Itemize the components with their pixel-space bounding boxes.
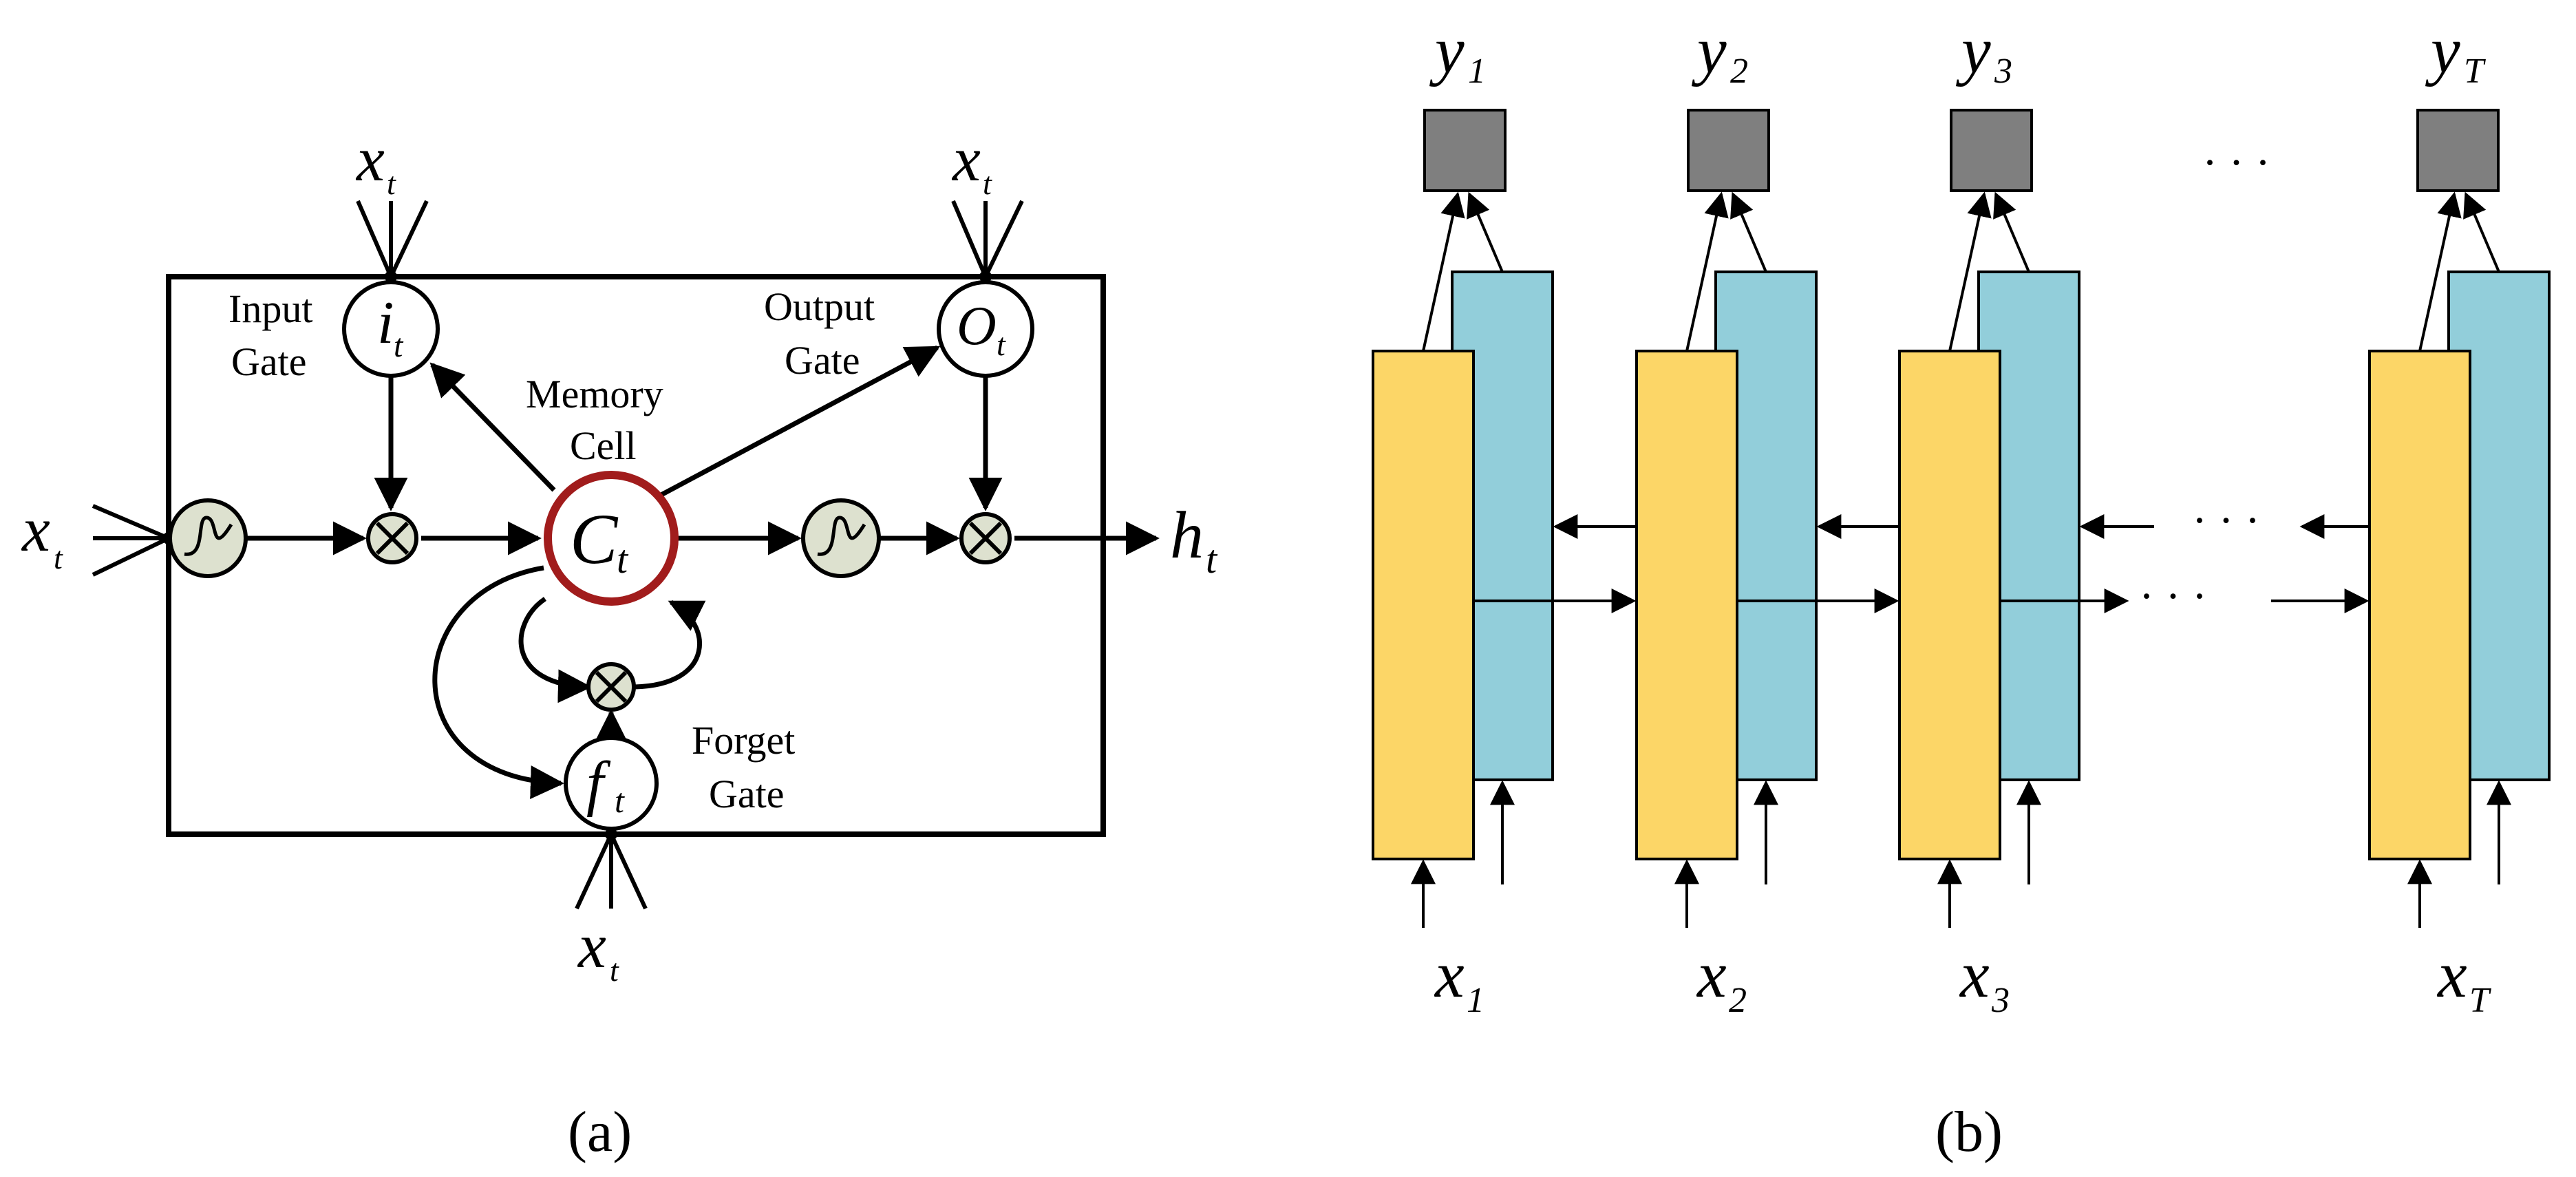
forget-gate-node: f t <box>564 736 659 831</box>
svg-text:1: 1 <box>1468 52 1486 91</box>
input-gate-symbol: i <box>377 290 394 357</box>
x-top-right-label: x t <box>951 124 992 201</box>
lstm-cell-panel: i t O t f t C t Input Gate Output Gate M… <box>21 124 1218 1164</box>
memory-cell-subscript: t <box>617 537 629 582</box>
cell-boundary <box>166 274 1106 837</box>
svg-text:3: 3 <box>1991 981 2010 1020</box>
forward-cell <box>2368 350 2471 860</box>
ellipsis-backward: · · · <box>2192 496 2260 546</box>
memory-cell-label-line1: Memory <box>526 372 663 416</box>
forward-cell <box>1898 350 2001 860</box>
x-top-left-label: x t <box>355 124 396 201</box>
output-gate-node: O t <box>937 280 1034 378</box>
svg-text:y: y <box>1429 13 1465 87</box>
output-gate-subscript: t <box>997 327 1006 362</box>
bidirectional-rnn-panel: · · · · · · · · · y 1 y 2 y 3 y T x 1 x … <box>1372 13 2551 1164</box>
output-label-2: y 2 <box>1691 13 1748 91</box>
output-gate-symbol: O <box>957 296 997 357</box>
forget-gate-label-line1: Forget <box>692 718 795 763</box>
svg-text:T: T <box>2469 981 2491 1020</box>
input-label-3: x 3 <box>1959 937 2010 1020</box>
svg-text:x: x <box>2436 937 2467 1011</box>
svg-text:y: y <box>1691 13 1727 87</box>
output-node <box>1423 109 1507 192</box>
panel-a-caption: (a) <box>568 1100 632 1164</box>
svg-text:T: T <box>2464 52 2486 91</box>
memory-cell-label-line2: Cell <box>570 423 637 468</box>
svg-text:2: 2 <box>1730 52 1748 91</box>
svg-text:3: 3 <box>1994 52 2012 91</box>
svg-text:x: x <box>951 124 981 194</box>
svg-text:x: x <box>355 124 385 194</box>
svg-text:h: h <box>1170 498 1204 573</box>
output-label-3: y 3 <box>1955 13 2012 91</box>
input-multiply-node <box>366 512 418 564</box>
input-label-1: x 1 <box>1434 937 1484 1020</box>
output-gate-label-line2: Gate <box>785 338 860 383</box>
svg-text:t: t <box>54 540 63 575</box>
svg-text:y: y <box>1955 13 1991 87</box>
timestep-column-T <box>2368 109 2551 860</box>
rnn-connections <box>1411 191 2511 928</box>
output-node <box>1687 109 1770 192</box>
svg-text:t: t <box>387 166 396 201</box>
input-label-2: x 2 <box>1696 937 1747 1020</box>
input-activation <box>168 498 248 578</box>
svg-text:x: x <box>1959 937 1990 1011</box>
output-node <box>1950 109 2033 192</box>
output-node <box>2416 109 2500 192</box>
ellipsis-outputs: · · · <box>2202 138 2270 188</box>
output-multiply-node <box>959 512 1012 564</box>
svg-text:y: y <box>2425 13 2460 87</box>
svg-text:x: x <box>21 494 50 564</box>
timestep-column-2 <box>1635 109 1818 860</box>
forget-gate-subscript: t <box>615 781 625 820</box>
svg-text:x: x <box>1696 937 1727 1011</box>
output-label-T: y T <box>2425 13 2486 91</box>
input-gate-node: i t <box>342 280 440 378</box>
output-label-1: y 1 <box>1429 13 1486 91</box>
timestep-column-3 <box>1898 109 2080 860</box>
input-gate-label-line2: Gate <box>231 339 307 384</box>
output-activation <box>801 498 881 578</box>
svg-text:t: t <box>1206 537 1218 582</box>
memory-cell-symbol: C <box>570 500 619 579</box>
ellipsis-forward: · · · <box>2139 571 2207 622</box>
input-gate-subscript: t <box>394 328 404 364</box>
input-gate-label-line1: Input <box>228 286 312 331</box>
main-flow <box>246 345 1160 799</box>
forget-gate-label-line2: Gate <box>709 772 785 816</box>
panel-b-caption: (b) <box>1935 1100 2003 1164</box>
memory-cell-node: C t <box>544 471 679 606</box>
output-gate-label-line1: Output <box>764 284 875 329</box>
svg-text:2: 2 <box>1729 981 1747 1020</box>
input-fan-left <box>92 504 170 577</box>
svg-text:1: 1 <box>1467 981 1484 1020</box>
timestep-column-1 <box>1372 109 1554 860</box>
x-left-label: x t <box>21 494 63 575</box>
forget-multiply-node <box>586 662 636 712</box>
svg-text:x: x <box>577 911 606 981</box>
x-bottom-label: x t <box>577 911 619 988</box>
h-output-label: h t <box>1170 498 1218 582</box>
forward-cell <box>1635 350 1738 860</box>
svg-text:x: x <box>1434 937 1465 1011</box>
svg-text:t: t <box>983 166 992 201</box>
input-label-T: x T <box>2436 937 2491 1020</box>
svg-text:t: t <box>610 953 619 988</box>
forward-cell <box>1372 350 1475 860</box>
